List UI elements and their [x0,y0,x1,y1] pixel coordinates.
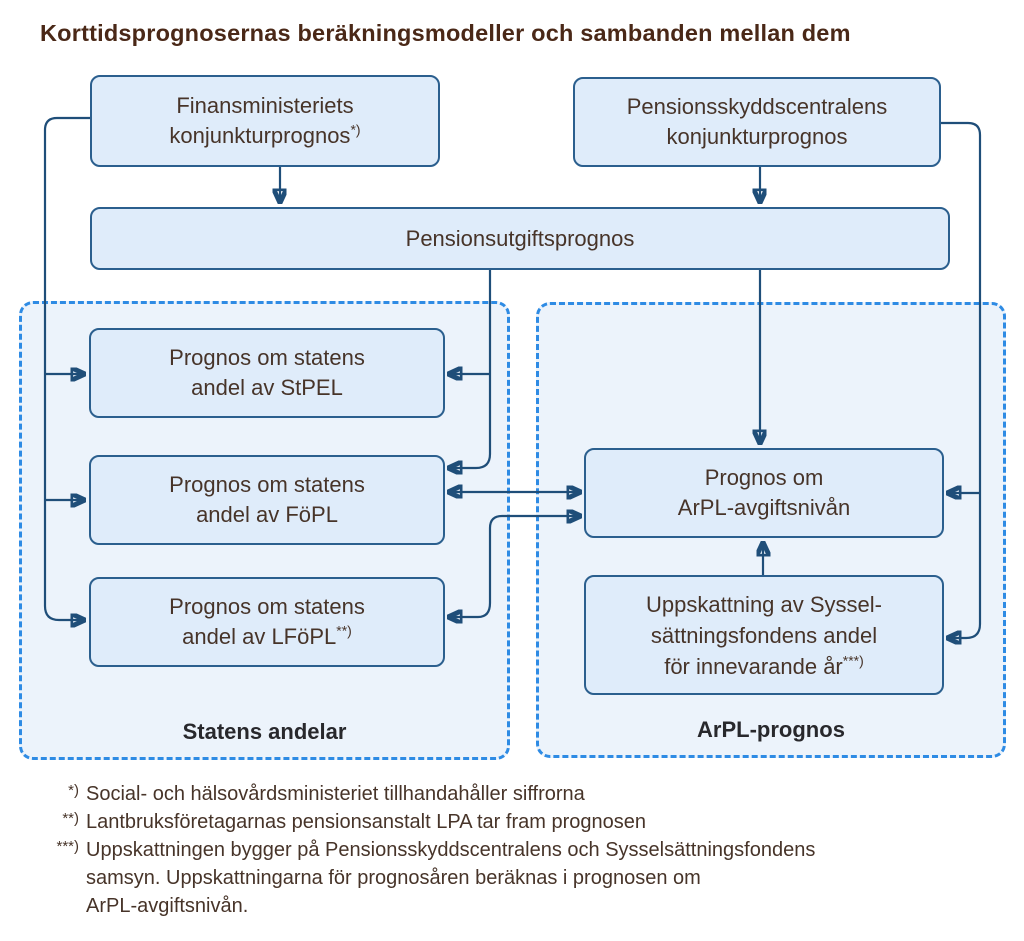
footnote-1: *) Social- och hälsovårdsministeriet til… [0,780,1010,808]
footnote-3-line2: samsyn. Uppskattningarna för prognosåren… [86,867,701,889]
box-upp-line3: för innevarande år [664,653,843,679]
box-lfopl-line2: andel av LFöPL [182,624,337,649]
box-upp-line2: sättningsfondens andel [650,622,878,648]
box-utgift-label: Pensionsutgiftsprognos [405,225,635,251]
footnote-2: **) Lantbruksföretagarnas pensionsanstal… [0,808,1010,836]
footnote-3-line3: ArPL-avgiftsnivån. [86,895,249,917]
footnote-ref-1: *) [350,121,361,138]
box-stpel-line2: andel av StPEL [191,375,343,400]
footnote-1-text: Social- och hälsovårdsministeriet tillha… [86,783,585,805]
box-fopl-line1: Prognos om statens [169,472,365,497]
box-fm-line1: Finansministeriets [176,93,354,118]
box-psc-line2: konjunkturprognos [666,124,848,149]
group-arpl-label: ArPL-prognos [697,717,845,742]
box-prognos-arpl-avgiftsnivan: Prognos om ArPL-avgiftsnivån [584,448,944,538]
footnote-ref-2: **) [336,622,352,639]
group-statens-label: Statens andelar [182,719,347,744]
box-lfopl-line1: Prognos om statens [169,594,365,619]
diagram-title: Korttidsprognosernas beräkningsmodeller … [40,20,851,46]
box-prognos-statens-andel-fopl: Prognos om statens andel av FöPL [89,455,445,545]
box-fm-line2: konjunkturprognos [169,123,351,148]
footnote-3-text: Uppskattningen bygger på Pensionsskyddsc… [86,836,976,920]
box-prognos-statens-andel-lfopl: Prognos om statens andel av LFöPL**) [89,577,445,667]
footnote-1-marker: *) [68,782,79,799]
box-fopl-line2: andel av FöPL [196,502,338,527]
box-pensionsskyddscentralens-konjunkturprognos: Pensionsskyddscentralens konjunkturprogn… [573,77,941,167]
box-pensionsutgiftsprognos: Pensionsutgiftsprognos [90,207,950,270]
box-uppskattning-sysselsattningsfonden: Uppskattning av Syssel- sättningsfondens… [584,575,944,695]
box-upp-line1: Uppskattning av Syssel- [646,591,882,617]
footnote-3: ***) Uppskattningen bygger på Pensionssk… [0,836,1010,920]
footnote-2-text: Lantbruksföretagarnas pensionsanstalt LP… [86,811,646,833]
footnotes: *) Social- och hälsovårdsministeriet til… [0,780,1010,920]
footnote-3-line1: Uppskattningen bygger på Pensionsskyddsc… [86,839,816,861]
box-finansministeriets-konjunkturprognos: Finansministeriets konjunkturprognos*) [90,75,440,167]
box-arpl-line1: Prognos om [704,465,824,490]
box-stpel-line1: Prognos om statens [169,345,365,370]
box-prognos-statens-andel-stpel: Prognos om statens andel av StPEL [89,328,445,418]
footnote-2-marker: **) [62,810,79,827]
box-psc-line1: Pensionsskyddscentralens [626,94,888,119]
box-arpl-line2: ArPL-avgiftsnivån [677,495,851,520]
footnote-3-marker: ***) [56,838,79,855]
footnote-ref-3: ***) [842,652,864,669]
